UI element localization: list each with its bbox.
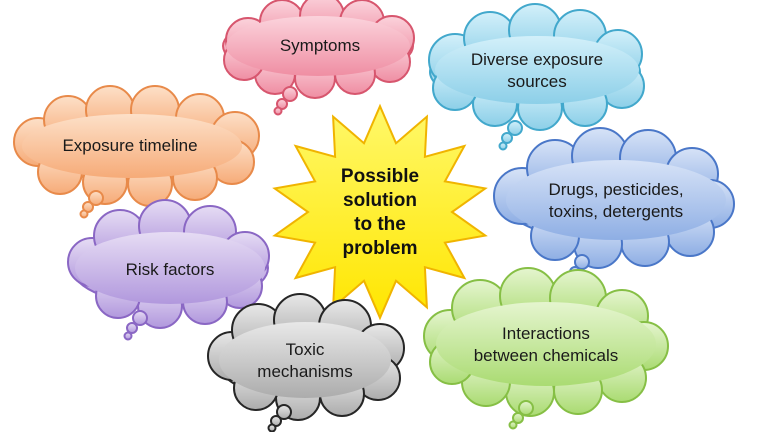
cloud-interactions-label: Interactions between chemicals	[473, 324, 619, 365]
cloud-toxic-mechanisms-shape	[207, 293, 405, 432]
cloud-toxic-mechanisms-label: Toxic mechanisms	[257, 340, 353, 381]
center-problem-label: Possible solution to the problem	[340, 166, 420, 259]
cloud-exposure-timeline-label: Exposure timeline	[62, 136, 198, 155]
cloud-diverse-exposure-sources-shape	[428, 3, 645, 151]
cloud-symptoms-label: Symptoms	[279, 36, 361, 55]
cloud-diverse-exposure-sources-label: Diverse exposure sources	[470, 50, 604, 91]
cloud-symptoms-shape	[222, 0, 415, 116]
cloud-risk-factors-label: Risk factors	[125, 260, 215, 279]
starburst-shape	[272, 103, 488, 321]
cloud-risk-factors-shape	[67, 199, 270, 341]
cloud-drugs-pesticides-label: Drugs, pesticides, toxins, detergents	[548, 180, 684, 221]
cloud-interactions-shape	[423, 267, 669, 430]
cloud-exposure-timeline-shape	[13, 85, 260, 219]
